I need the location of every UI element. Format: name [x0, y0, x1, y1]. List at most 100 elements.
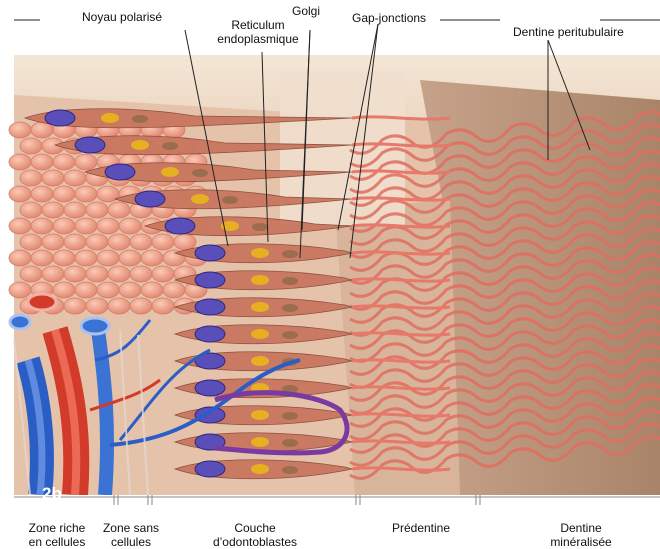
pulp-cell	[53, 250, 75, 266]
pulp-cell	[20, 138, 42, 154]
pulp-cell	[97, 218, 119, 234]
golgi-body	[251, 437, 269, 447]
odontoblast-nucleus	[195, 461, 225, 477]
pulp-cell	[42, 234, 64, 250]
golgi-body	[251, 329, 269, 339]
pulp-cell	[130, 234, 152, 250]
pulp-cell	[108, 234, 130, 250]
pulp-cell	[9, 154, 31, 170]
zone-sans-line2: cellules	[96, 535, 166, 549]
pulp-cell	[86, 298, 108, 314]
zone-riche-line1: Zone riche	[14, 521, 100, 535]
pulp-cell	[119, 282, 141, 298]
odontoblast-nucleus	[195, 272, 225, 288]
label-noyau-polarise: Noyau polarisé	[82, 10, 162, 24]
pulp-cell	[20, 234, 42, 250]
pulp-cell	[119, 250, 141, 266]
pulp-cell	[31, 154, 53, 170]
couche-line1: Couche	[200, 521, 310, 535]
pulp-cell	[97, 282, 119, 298]
label-reticulum-line1: Reticulum	[210, 18, 306, 32]
pulp-cell	[108, 202, 130, 218]
pulp-cell	[75, 250, 97, 266]
pulp-cell	[174, 234, 196, 250]
vessel-cut-2	[81, 318, 109, 334]
golgi-body	[131, 140, 149, 150]
endoplasmic-reticulum	[282, 250, 298, 258]
pulp-cell	[64, 298, 86, 314]
predentine-label: Prédentine	[376, 521, 466, 535]
couche-label: Couche d’odontoblastes	[200, 521, 310, 549]
pulp-cell	[130, 266, 152, 282]
pulp-cell	[9, 282, 31, 298]
pulp-cell	[141, 250, 163, 266]
golgi-body	[251, 356, 269, 366]
pulp-cell	[152, 298, 174, 314]
endoplasmic-reticulum	[282, 466, 298, 474]
pulp-cell	[31, 218, 53, 234]
pulp-cell	[31, 186, 53, 202]
label-golgi: Golgi	[292, 4, 320, 18]
label-dentine-peritubulaire: Dentine peritubulaire	[513, 25, 624, 39]
pulp-cell	[42, 170, 64, 186]
odontoblast-nucleus	[195, 380, 225, 396]
label-gap-jonctions: Gap-jonctions	[352, 11, 426, 25]
odontoblast-nucleus	[165, 218, 195, 234]
zone-riche-line2: en cellules	[14, 535, 100, 549]
pulp-cell	[130, 298, 152, 314]
pulp-cell	[75, 186, 97, 202]
zone-sans-line1: Zone sans	[96, 521, 166, 535]
golgi-body	[251, 410, 269, 420]
pulp-cell	[75, 282, 97, 298]
endoplasmic-reticulum	[252, 223, 268, 231]
endoplasmic-reticulum	[282, 331, 298, 339]
pulp-cell	[141, 282, 163, 298]
couche-line2: d’odontoblastes	[200, 535, 310, 549]
pulp-cell	[108, 298, 130, 314]
pulp-cell	[20, 170, 42, 186]
pulp-cell	[152, 234, 174, 250]
pulp-cell	[163, 282, 185, 298]
pulp-cell	[53, 218, 75, 234]
predentine-line1: Prédentine	[376, 521, 466, 535]
vessel-cut-3	[10, 315, 30, 329]
figure-number: 2b	[42, 484, 62, 504]
endoplasmic-reticulum	[222, 196, 238, 204]
endoplasmic-reticulum	[192, 169, 208, 177]
pulp-cell	[31, 122, 53, 138]
pulp-cell	[64, 170, 86, 186]
pulp-cell	[9, 122, 31, 138]
pulp-cell	[152, 266, 174, 282]
endoplasmic-reticulum	[282, 439, 298, 447]
pulp-cell	[119, 218, 141, 234]
endoplasmic-reticulum	[282, 304, 298, 312]
dentine-line1: Dentine	[536, 521, 626, 535]
pulp-cell	[86, 202, 108, 218]
label-reticulum: Reticulum endoplasmique	[210, 18, 306, 46]
pulp-cell	[64, 234, 86, 250]
zone-sans-label: Zone sans cellules	[96, 521, 166, 549]
pulp-cell	[20, 266, 42, 282]
pulp-cell	[86, 266, 108, 282]
endoplasmic-reticulum	[282, 277, 298, 285]
zone-riche-label: Zone riche en cellules	[14, 521, 100, 549]
pulp-cell	[9, 218, 31, 234]
pulp-cell	[75, 154, 97, 170]
golgi-body	[191, 194, 209, 204]
pulp-cell	[53, 186, 75, 202]
pulp-cell	[64, 202, 86, 218]
odontoblast-nucleus	[45, 110, 75, 126]
odontoblast-nucleus	[135, 191, 165, 207]
endoplasmic-reticulum	[132, 115, 148, 123]
endoplasmic-reticulum	[282, 412, 298, 420]
dentine-line2: minéralisée	[536, 535, 626, 549]
odontoblast-nucleus	[75, 137, 105, 153]
pulp-cell	[53, 282, 75, 298]
golgi-body	[161, 167, 179, 177]
pulp-cell	[86, 234, 108, 250]
pulp-cell	[9, 186, 31, 202]
pulp-cell	[20, 202, 42, 218]
odontoblast-nucleus	[195, 299, 225, 315]
endoplasmic-reticulum	[162, 142, 178, 150]
golgi-body	[251, 464, 269, 474]
